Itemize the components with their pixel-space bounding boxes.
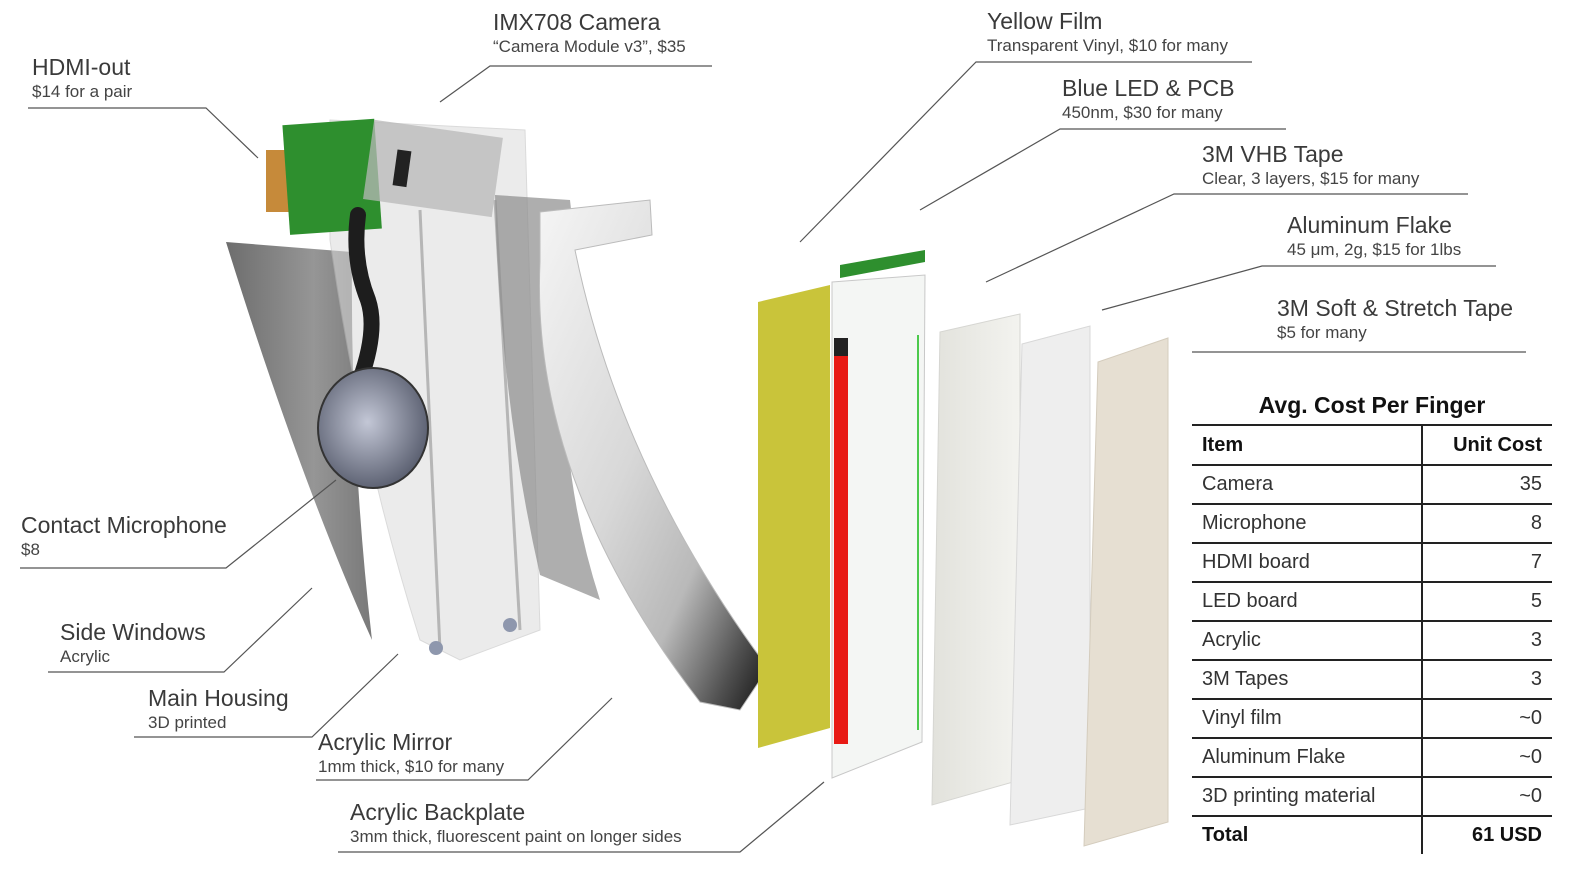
vhb-tape-shape — [931, 313, 1021, 806]
acrylic-mirror-shape — [538, 199, 769, 711]
label-title: Blue LED & PCB — [1062, 75, 1235, 101]
label-acrylic-backplate: Acrylic Backplate 3mm thick, fluorescent… — [350, 798, 682, 848]
label-side-windows: Side Windows Acrylic — [60, 618, 206, 668]
label-yellow-film: Yellow Film Transparent Vinyl, $10 for m… — [987, 7, 1228, 57]
row-item: 3M Tapes — [1192, 660, 1422, 700]
label-subtitle: 3D printed — [148, 713, 227, 732]
total-label: Total — [1202, 824, 1249, 846]
table-row: Vinyl film~0 — [1192, 699, 1552, 739]
led-strip-shape — [834, 356, 848, 744]
label-subtitle: Transparent Vinyl, $10 for many — [987, 36, 1228, 55]
label-hdmi-out: HDMI-out $14 for a pair — [32, 53, 132, 103]
table-row: 3D printing material~0 — [1192, 777, 1552, 817]
label-title: 3M Soft & Stretch Tape — [1277, 295, 1514, 321]
label-title: Acrylic Backplate — [350, 799, 526, 825]
label-subtitle: 3mm thick, fluorescent paint on longer s… — [350, 827, 682, 846]
screw-shape-2 — [503, 618, 517, 632]
label-main-housing: Main Housing 3D printed — [148, 684, 289, 734]
cost-table-title: Avg. Cost Per Finger — [1258, 392, 1486, 418]
label-title: Main Housing — [148, 685, 289, 711]
label-vhb-tape: 3M VHB Tape Clear, 3 layers, $15 for man… — [1202, 140, 1419, 190]
label-microphone: Contact Microphone $8 — [21, 511, 227, 561]
label-subtitle: “Camera Module v3”, $35 — [493, 37, 686, 56]
table-row: Aluminum Flake~0 — [1192, 738, 1552, 778]
camera-chip-shape — [392, 149, 412, 188]
side-window-shape — [226, 242, 372, 640]
label-subtitle: Clear, 3 layers, $15 for many — [1202, 169, 1420, 188]
row-item: LED board — [1192, 582, 1422, 622]
table-total-row: Total 61 USD — [1192, 816, 1552, 854]
row-item: Camera — [1192, 465, 1422, 505]
row-item: Acrylic — [1192, 621, 1422, 661]
microphone-disc-shape — [317, 367, 429, 489]
label-title: IMX708 Camera — [493, 9, 661, 35]
label-title: HDMI-out — [32, 54, 131, 80]
label-acrylic-mirror: Acrylic Mirror 1mm thick, $10 for many — [318, 728, 504, 778]
label-title: Acrylic Mirror — [318, 729, 453, 755]
led-pcb-shape — [840, 250, 925, 278]
aluminum-flake-shape — [1009, 325, 1091, 826]
row-item: Microphone — [1192, 504, 1422, 544]
label-subtitle: $5 for many — [1277, 323, 1367, 342]
label-camera: IMX708 Camera “Camera Module v3”, $35 — [493, 8, 686, 58]
label-title: 3M VHB Tape — [1202, 141, 1344, 167]
row-cost: ~0 — [1421, 777, 1552, 817]
row-cost: 5 — [1421, 582, 1552, 622]
label-subtitle: Acrylic — [60, 647, 111, 666]
label-subtitle: 45 μm, 2g, $15 for 1lbs — [1287, 240, 1462, 259]
label-subtitle: 450nm, $30 for many — [1062, 103, 1223, 122]
row-cost: 7 — [1421, 543, 1552, 583]
header-item: Item — [1192, 424, 1422, 466]
row-cost: ~0 — [1421, 699, 1552, 739]
row-item: Vinyl film — [1192, 699, 1422, 739]
total-value: 61 USD — [1421, 816, 1552, 854]
cost-table: Avg. Cost Per Finger Item Unit Cost Came… — [1192, 386, 1552, 854]
label-title: Side Windows — [60, 619, 206, 645]
row-cost: 8 — [1421, 504, 1552, 544]
row-item: 3D printing material — [1192, 777, 1422, 817]
yellow-film-shape — [758, 285, 830, 748]
microphone-cable-shape — [348, 207, 380, 388]
row-cost: 35 — [1421, 465, 1552, 505]
side-window-2-shape — [495, 195, 600, 600]
label-aluminum-flake: Aluminum Flake 45 μm, 2g, $15 for 1lbs — [1287, 211, 1461, 261]
led-black-band-shape — [834, 338, 848, 356]
label-subtitle: $14 for a pair — [32, 82, 133, 101]
row-item: Aluminum Flake — [1192, 738, 1422, 778]
label-title: Aluminum Flake — [1287, 212, 1452, 238]
acrylic-backplate-shape — [831, 274, 926, 779]
label-soft-tape: 3M Soft & Stretch Tape $5 for many — [1277, 294, 1513, 344]
row-cost: ~0 — [1421, 738, 1552, 778]
label-title: Yellow Film — [987, 8, 1103, 34]
table-header-row: Item Unit Cost — [1192, 424, 1552, 466]
camera-pcb-shape — [282, 118, 382, 235]
label-title: Contact Microphone — [21, 512, 227, 538]
header-unit-cost: Unit Cost — [1421, 424, 1552, 466]
soft-tape-shape — [1083, 337, 1169, 847]
row-cost: 3 — [1421, 660, 1552, 700]
label-blue-led: Blue LED & PCB 450nm, $30 for many — [1062, 74, 1235, 124]
camera-bracket-shape — [363, 119, 503, 218]
row-item: HDMI board — [1192, 543, 1422, 583]
label-subtitle: 1mm thick, $10 for many — [318, 757, 505, 776]
leader-lines — [20, 61, 1526, 853]
label-subtitle: $8 — [21, 540, 40, 559]
housing-rail — [418, 209, 442, 651]
screw-shape — [429, 641, 443, 655]
row-cost: 3 — [1421, 621, 1552, 661]
